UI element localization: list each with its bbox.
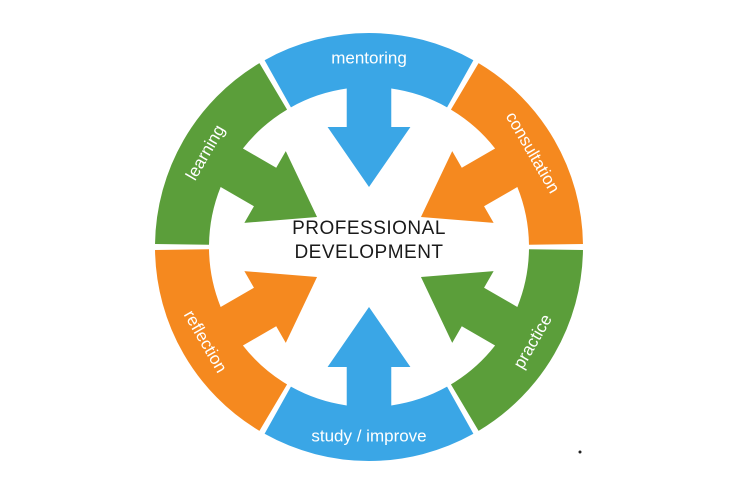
stray-dot <box>578 450 582 454</box>
segment-label-study-improve: study / improve <box>311 427 426 446</box>
segment-study-improve <box>264 307 474 462</box>
segment-label-mentoring: mentoring <box>331 49 407 68</box>
segments-layer <box>155 32 583 462</box>
center-title-line-2: DEVELOPMENT <box>294 242 443 263</box>
segment-learning <box>155 63 318 245</box>
segment-reflection <box>155 249 318 431</box>
segment-mentoring <box>264 32 474 187</box>
segment-consultation <box>420 63 583 245</box>
segment-practice <box>420 249 583 431</box>
center-title-line-1: PROFESSIONAL <box>292 218 446 239</box>
